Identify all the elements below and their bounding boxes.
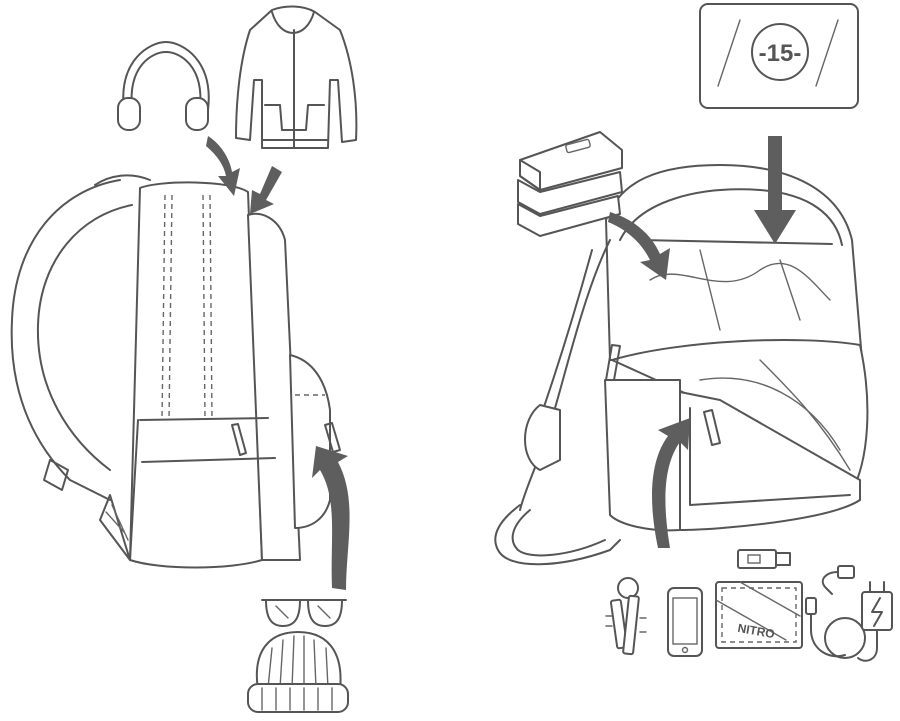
arrow-tablet-into-pack <box>754 136 796 244</box>
backpack-open-view <box>494 164 869 566</box>
backpack-back-view <box>10 174 341 569</box>
wallet-icon: NITRO <box>715 581 803 649</box>
cable-icon <box>805 565 866 659</box>
tablet-icon: -15- <box>699 3 859 109</box>
books-icon <box>517 131 623 237</box>
keys-icon <box>605 577 647 656</box>
wallet-brand: NITRO <box>737 621 776 641</box>
usb-stick-icon <box>737 549 791 569</box>
sunglasses-icon <box>261 599 347 627</box>
hoodie-icon <box>235 5 358 149</box>
arrow-headphones-into-pack <box>206 136 240 196</box>
beanie-icon <box>247 631 349 713</box>
phone-icon <box>667 587 703 657</box>
arrow-hoodie-into-pack <box>250 166 282 214</box>
charger-icon <box>857 581 893 662</box>
arrow-small-items-into-pocket <box>652 418 690 548</box>
arrow-accessories-into-pocket <box>312 446 350 590</box>
arrow-books-into-pack <box>608 212 670 280</box>
headphones-icon <box>117 41 210 131</box>
tablet-badge: -15- <box>759 40 802 67</box>
